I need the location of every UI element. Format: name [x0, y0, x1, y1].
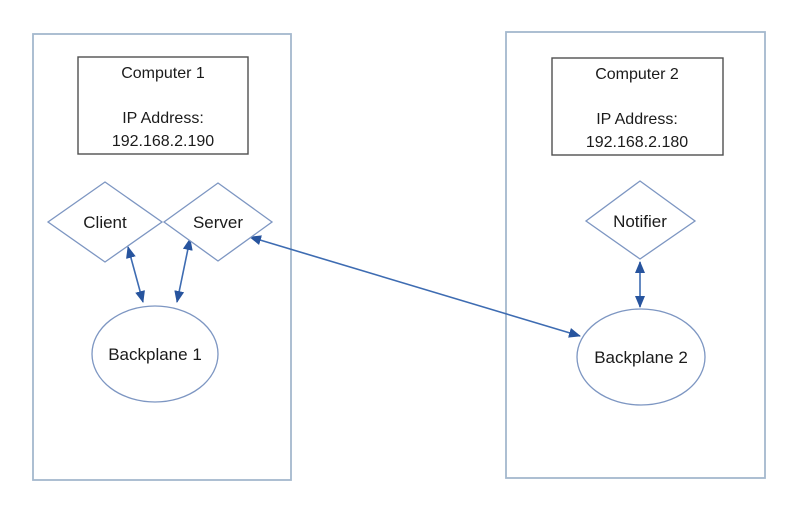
computer1-ip-label: IP Address: [122, 110, 204, 127]
computer2-ip-address: 192.168.2.180 [586, 134, 688, 151]
client-node-label: Client [83, 213, 127, 232]
connector-client-backplane1 [126, 246, 145, 303]
backplane1-node-label: Backplane 1 [108, 345, 202, 364]
computer2-label-box [551, 57, 724, 156]
server-node [162, 182, 274, 262]
notifier-node-label: Notifier [613, 212, 667, 231]
computer1-title: Computer 1 [121, 65, 205, 82]
backplane1-node [91, 305, 219, 403]
backplane2-node [576, 308, 706, 406]
computer2-title: Computer 2 [595, 66, 679, 83]
notifier-node [584, 180, 697, 260]
backplane2-node-label: Backplane 2 [594, 348, 688, 367]
connector-server-backplane2 [249, 235, 581, 338]
connector-server-backplane1 [174, 238, 193, 303]
computer1-label-box [77, 56, 249, 155]
server-node-label: Server [193, 213, 243, 232]
client-node [46, 181, 164, 263]
computer2-ip-label: IP Address: [596, 111, 678, 128]
computer1-ip-address: 192.168.2.190 [112, 133, 214, 150]
